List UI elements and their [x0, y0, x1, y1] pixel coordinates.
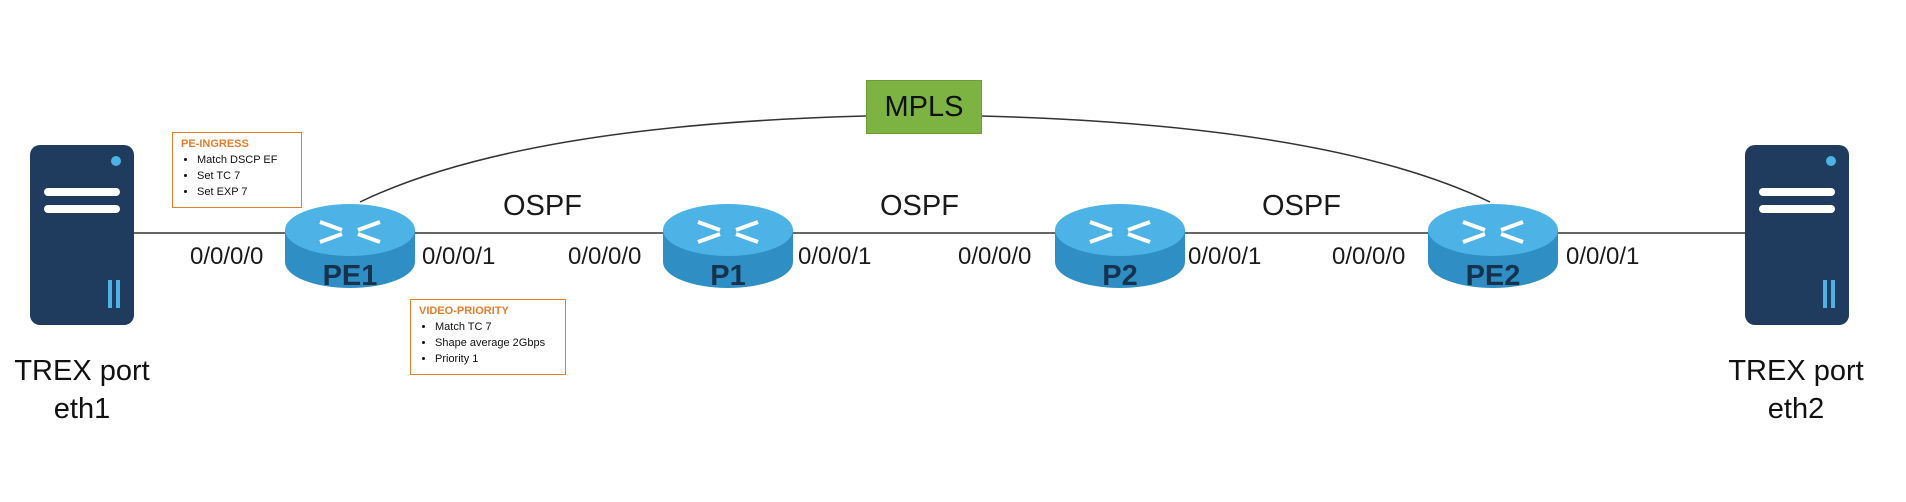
policy-list-pe-ingress: Match DSCP EF Set TC 7 Set EXP 7 [181, 152, 293, 200]
host-label-right-line2: eth2 [1767, 393, 1825, 425]
host-label-left-line2: eth1 [53, 393, 111, 425]
host-label-left-line1: TREX port [14, 355, 150, 387]
host-label-right-line1: TREX port [1728, 355, 1864, 387]
iface-p2-in: 0/0/0/0 [958, 243, 1032, 270]
host-label-right: TREX port eth2 [1716, 352, 1876, 428]
mpls-label: MPLS [884, 90, 964, 123]
server-icon-right [1745, 145, 1849, 325]
iface-p1-in: 0/0/0/0 [568, 243, 642, 270]
protocol-label-p2-pe2: OSPF [1262, 190, 1341, 222]
iface-pe1-in: 0/0/0/0 [190, 243, 264, 270]
policy-item: Match TC 7 [435, 319, 557, 335]
policy-item: Match DSCP EF [197, 152, 293, 168]
policy-box-video-priority: VIDEO-PRIORITY Match TC 7 Shape average … [410, 299, 566, 375]
router-name-pe2: PE2 [1465, 260, 1521, 292]
policy-list-video-priority: Match TC 7 Shape average 2Gbps Priority … [419, 319, 557, 367]
mpls-arc [359, 115, 867, 203]
router-icon-pe1 [285, 204, 415, 288]
mpls-arc-right [979, 115, 1491, 203]
policy-item: Priority 1 [435, 351, 557, 367]
iface-pe1-out: 0/0/0/1 [422, 243, 496, 270]
policy-item: Set TC 7 [197, 168, 293, 184]
router-name-p2: P2 [1102, 260, 1138, 292]
iface-pe2-in: 0/0/0/0 [1332, 243, 1406, 270]
policy-item: Set EXP 7 [197, 184, 293, 200]
protocol-label-p1-p2: OSPF [880, 190, 959, 222]
iface-p2-out: 0/0/0/1 [1188, 243, 1262, 270]
policy-box-pe-ingress: PE-INGRESS Match DSCP EF Set TC 7 Set EX… [172, 132, 302, 208]
router-name-p1: P1 [710, 260, 746, 292]
iface-p1-out: 0/0/0/1 [798, 243, 872, 270]
policy-title-pe-ingress: PE-INGRESS [181, 138, 249, 150]
router-icon-p1 [663, 204, 793, 288]
policy-title-video-priority: VIDEO-PRIORITY [419, 305, 509, 317]
router-icon-p2 [1055, 204, 1185, 288]
protocol-label-pe1-p1: OSPF [503, 190, 582, 222]
policy-item: Shape average 2Gbps [435, 335, 557, 351]
host-label-left: TREX port eth1 [2, 352, 162, 428]
router-name-pe1: PE1 [322, 260, 378, 292]
mpls-label-box: MPLS [866, 80, 982, 134]
server-icon-left [30, 145, 134, 325]
iface-pe2-out: 0/0/0/1 [1566, 243, 1640, 270]
router-icon-pe2 [1428, 204, 1558, 288]
